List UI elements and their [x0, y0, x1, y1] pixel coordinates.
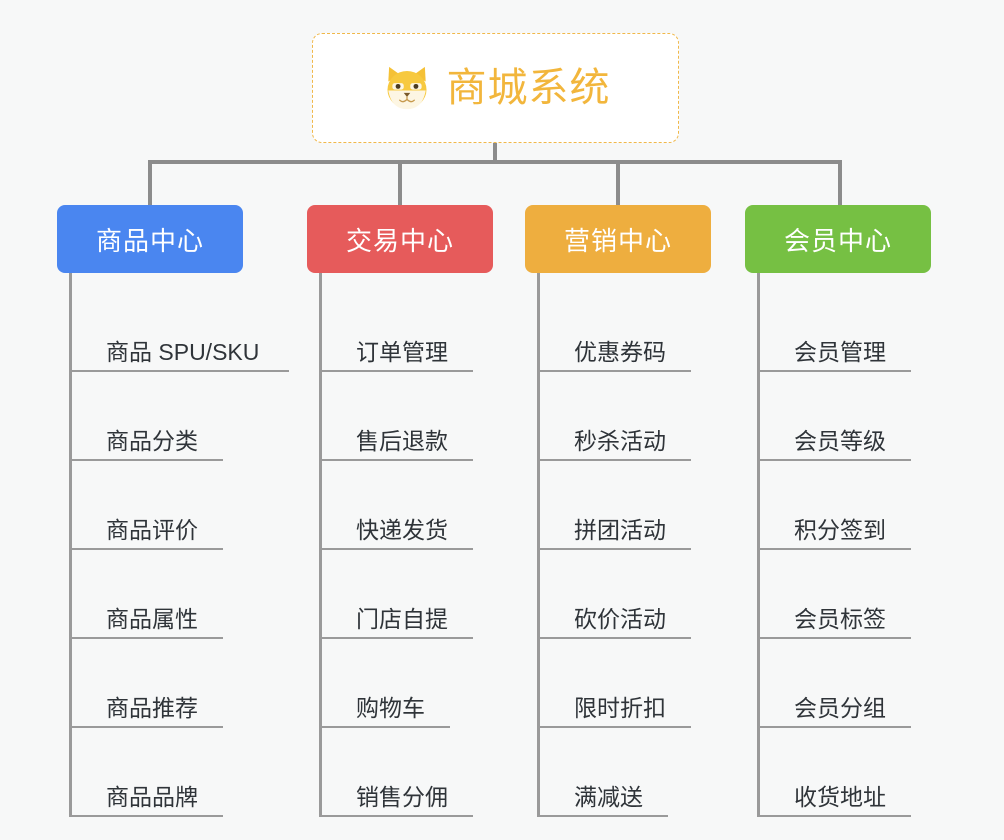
leaf-item[interactable]: 会员等级 [760, 372, 931, 461]
leaf-item[interactable]: 门店自提 [322, 550, 493, 639]
category-title: 会员中心 [783, 225, 892, 256]
leaf-item[interactable]: 砍价活动 [540, 550, 711, 639]
leaf-item[interactable]: 收货地址 [760, 728, 931, 817]
column-marketing-center: 营销中心优惠券码秒杀活动拼团活动砍价活动限时折扣满减送 [525, 205, 711, 817]
leaf-label: 订单管理 [356, 338, 448, 365]
leaf-item[interactable]: 商品评价 [72, 461, 243, 550]
category-title: 商品中心 [95, 225, 204, 256]
category-box-trade-center[interactable]: 交易中心 [307, 205, 493, 273]
leaf-label: 商品品牌 [106, 783, 198, 810]
leaf-list-product-center: 商品 SPU/SKU 商品分类商品评价商品属性商品推荐商品品牌 [69, 273, 289, 817]
leaf-label: 会员等级 [794, 427, 886, 454]
column-trade-center: 交易中心订单管理售后退款快递发货门店自提购物车销售分佣 [307, 205, 493, 817]
leaf-label: 商品 SPU/SKU [106, 338, 260, 365]
root-title: 商城系统 [446, 66, 611, 110]
connector-drop-4 [838, 160, 842, 205]
column-member-center: 会员中心会员管理会员等级积分签到会员标签会员分组收货地址 [745, 205, 931, 817]
leaf-item[interactable]: 售后退款 [322, 372, 493, 461]
category-title: 交易中心 [345, 225, 454, 256]
leaf-item[interactable]: 购物车 [322, 639, 493, 728]
shiba-dog-icon [387, 66, 426, 110]
leaf-item[interactable]: 商品属性 [72, 550, 243, 639]
leaf-item[interactable]: 拼团活动 [540, 461, 711, 550]
leaf-label: 优惠券码 [574, 338, 666, 365]
leaf-item[interactable]: 秒杀活动 [540, 372, 711, 461]
root-node[interactable]: 商城系统 [312, 33, 679, 143]
leaf-label: 会员管理 [794, 338, 886, 365]
leaf-label: 销售分佣 [356, 783, 448, 810]
leaf-item[interactable]: 积分签到 [760, 461, 931, 550]
leaf-label: 积分签到 [794, 516, 886, 543]
leaf-label: 商品评价 [106, 516, 198, 543]
leaf-item[interactable]: 会员管理 [760, 283, 931, 372]
leaf-label: 售后退款 [356, 427, 448, 454]
leaf-item[interactable]: 订单管理 [322, 283, 493, 372]
leaf-label: 商品属性 [106, 605, 198, 632]
leaf-item[interactable]: 快递发货 [322, 461, 493, 550]
leaf-label: 商品推荐 [106, 694, 198, 721]
leaf-label: 秒杀活动 [574, 427, 666, 454]
leaf-item[interactable]: 限时折扣 [540, 639, 711, 728]
leaf-item[interactable]: 会员分组 [760, 639, 931, 728]
category-box-product-center[interactable]: 商品中心 [57, 205, 243, 273]
category-title: 营销中心 [563, 225, 672, 256]
leaf-label: 商品分类 [106, 427, 198, 454]
leaf-label: 门店自提 [356, 605, 448, 632]
category-box-marketing-center[interactable]: 营销中心 [525, 205, 711, 273]
leaf-item[interactable]: 满减送 [540, 728, 711, 817]
leaf-label: 砍价活动 [574, 605, 666, 632]
leaf-item[interactable]: 销售分佣 [322, 728, 493, 817]
leaf-list-member-center: 会员管理会员等级积分签到会员标签会员分组收货地址 [757, 273, 931, 817]
leaf-label: 满减送 [574, 783, 643, 810]
leaf-label: 限时折扣 [574, 694, 666, 721]
leaf-item[interactable]: 会员标签 [760, 550, 931, 639]
leaf-label: 购物车 [356, 694, 425, 721]
leaf-item[interactable]: 商品分类 [72, 372, 243, 461]
leaf-label: 会员标签 [794, 605, 886, 632]
connector-stem [493, 143, 497, 164]
connector-drop-2 [398, 160, 402, 205]
leaf-item[interactable]: 商品推荐 [72, 639, 243, 728]
connector-drop-1 [148, 160, 152, 205]
column-product-center: 商品中心商品 SPU/SKU 商品分类商品评价商品属性商品推荐商品品牌 [57, 205, 289, 817]
category-box-member-center[interactable]: 会员中心 [745, 205, 931, 273]
leaf-item[interactable]: 商品品牌 [72, 728, 243, 817]
connector-drop-3 [616, 160, 620, 205]
leaf-item[interactable]: 商品 SPU/SKU [72, 283, 289, 372]
leaf-list-marketing-center: 优惠券码秒杀活动拼团活动砍价活动限时折扣满减送 [537, 273, 711, 817]
leaf-label: 拼团活动 [574, 516, 666, 543]
connector-bus [148, 160, 842, 164]
leaf-list-trade-center: 订单管理售后退款快递发货门店自提购物车销售分佣 [319, 273, 493, 817]
leaf-label: 收货地址 [794, 783, 886, 810]
leaf-label: 快递发货 [356, 516, 448, 543]
leaf-label: 会员分组 [794, 694, 886, 721]
leaf-item[interactable]: 优惠券码 [540, 283, 711, 372]
